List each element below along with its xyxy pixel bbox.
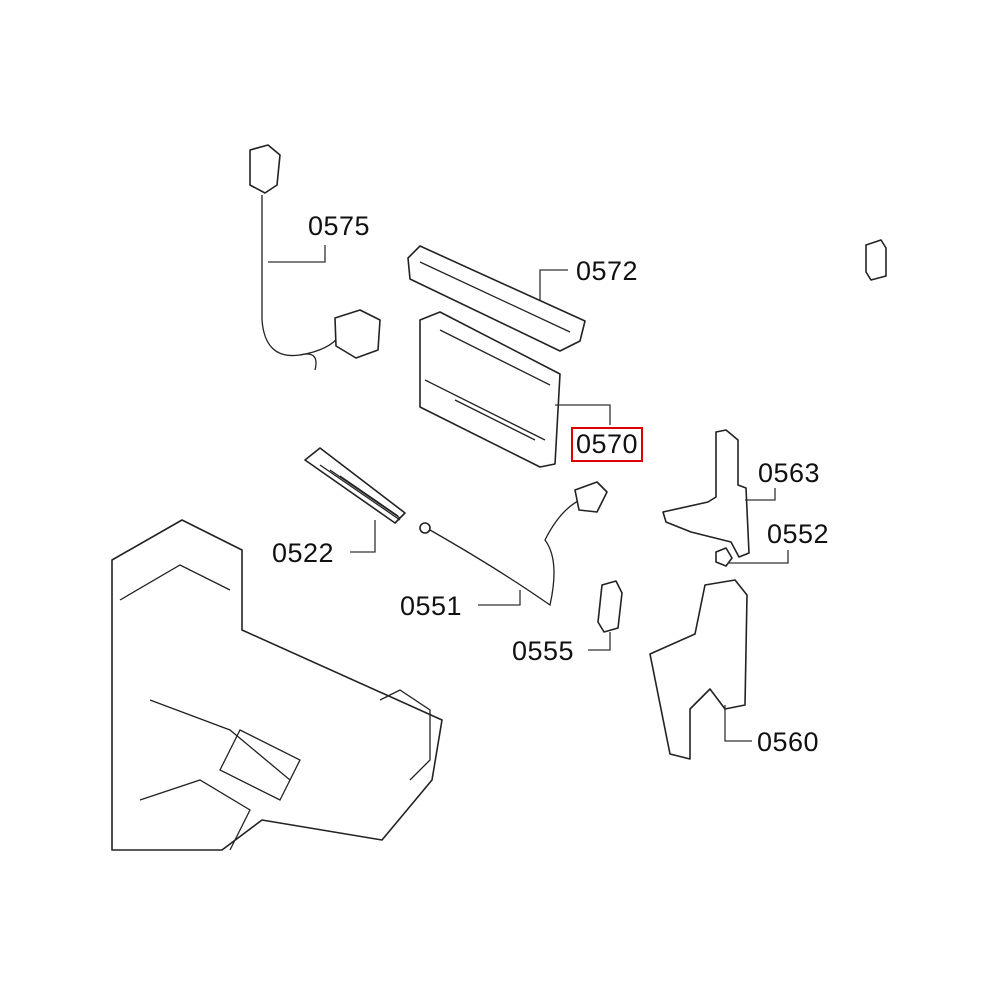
part-label-0572[interactable]: 0572 xyxy=(576,256,639,286)
part-label-0551[interactable]: 0551 xyxy=(400,591,463,621)
part-label-0575[interactable]: 0575 xyxy=(308,211,371,241)
power-cord-part xyxy=(249,144,381,371)
wire-part xyxy=(419,481,608,607)
part-label-0555[interactable]: 0555 xyxy=(512,636,575,666)
cover-part xyxy=(407,245,586,352)
part-label-0563[interactable]: 0563 xyxy=(758,458,821,488)
hinge-part xyxy=(649,429,789,760)
partial-part-fragment xyxy=(865,239,887,281)
control-module-part xyxy=(419,311,611,468)
spring-part xyxy=(304,447,406,553)
part-label-0522[interactable]: 0522 xyxy=(272,538,335,568)
dishwasher-base-part xyxy=(111,519,443,851)
part-label-0570-highlighted[interactable]: 0570 xyxy=(571,427,644,462)
part-label-0560[interactable]: 0560 xyxy=(757,727,820,757)
sensor-part xyxy=(588,580,623,651)
part-label-0552[interactable]: 0552 xyxy=(767,519,830,549)
